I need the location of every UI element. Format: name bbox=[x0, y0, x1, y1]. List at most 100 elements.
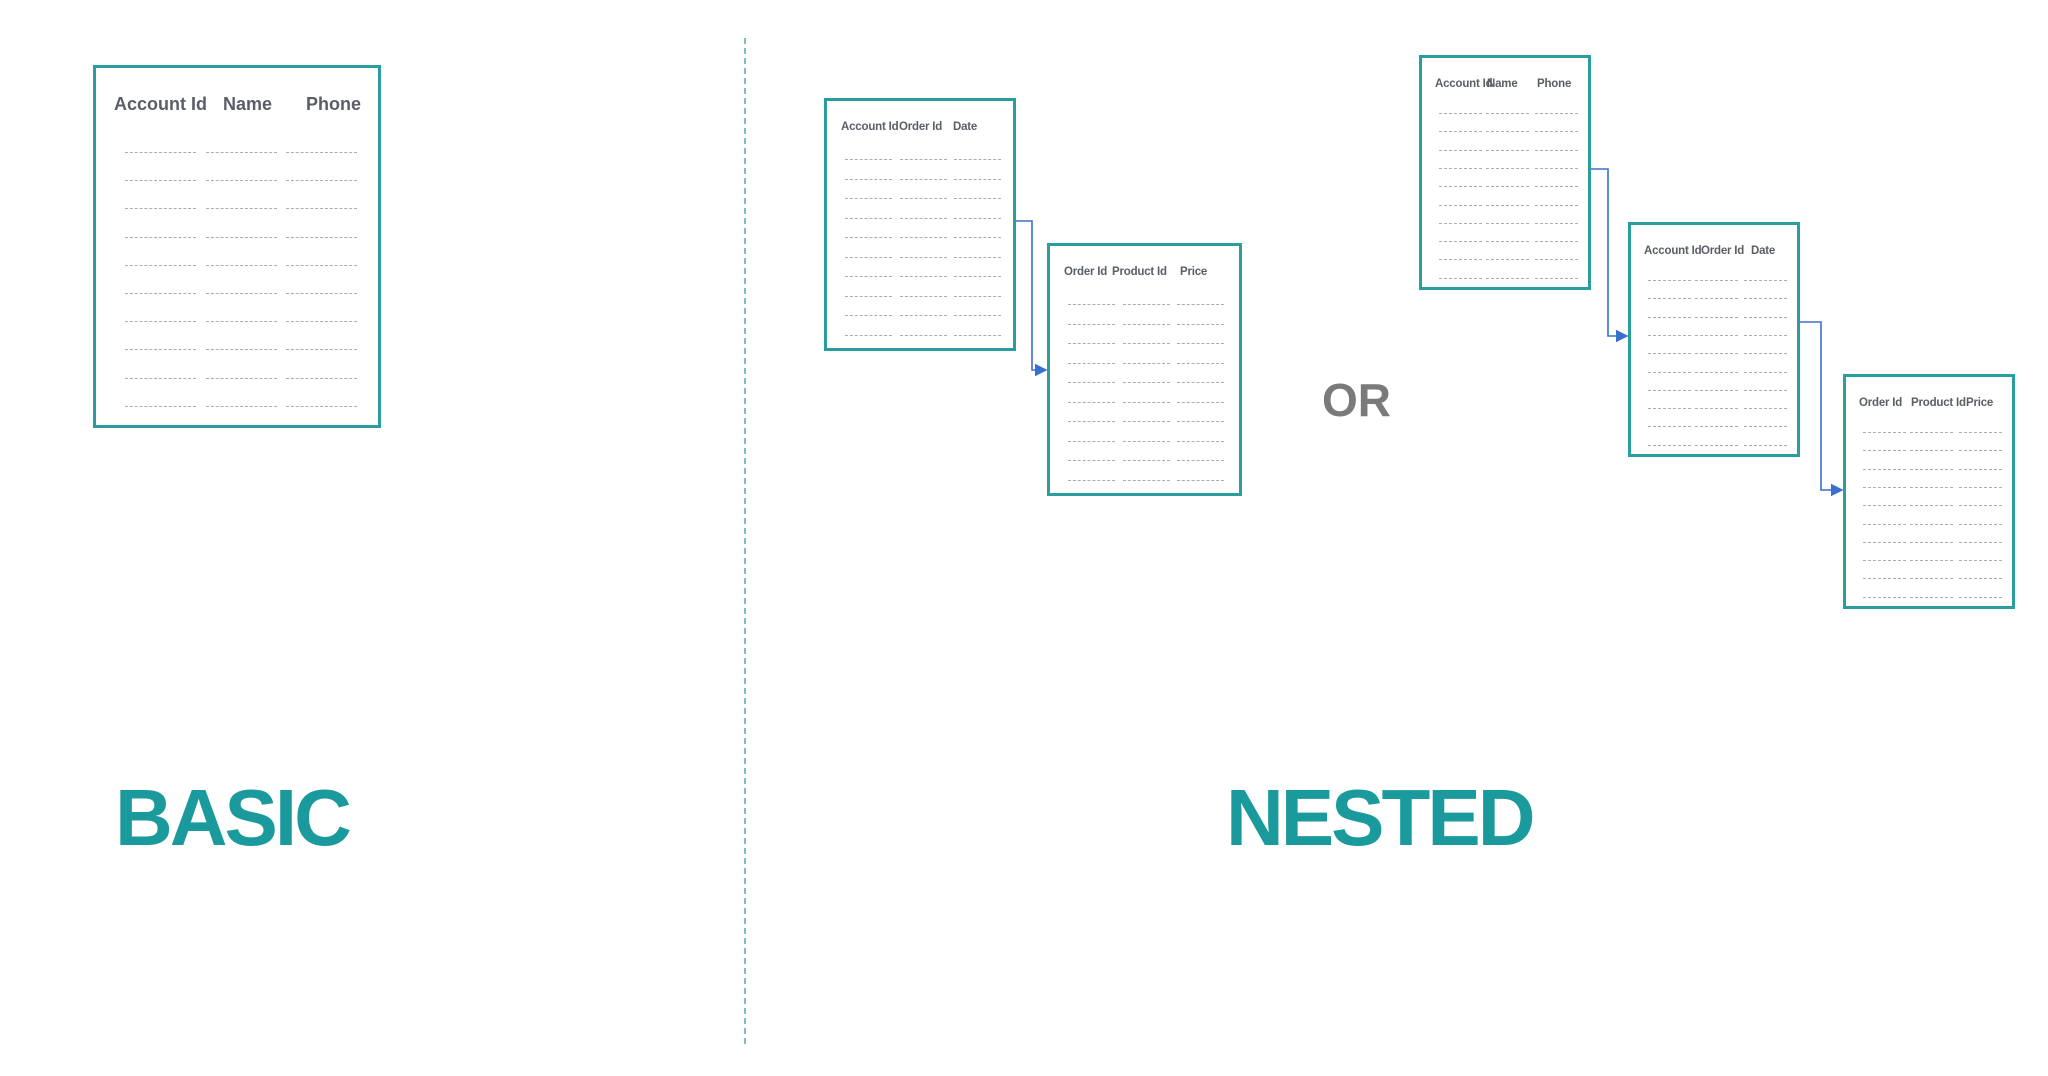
placeholder-cell bbox=[286, 293, 357, 294]
placeholder-cell bbox=[1648, 408, 1691, 410]
placeholder-cell bbox=[1863, 596, 1906, 598]
placeholder-cell bbox=[1123, 382, 1170, 383]
placeholder-cell bbox=[286, 377, 357, 379]
placeholder-cell bbox=[1695, 444, 1738, 446]
placeholder-cell bbox=[900, 295, 947, 297]
placeholder-cell bbox=[1535, 113, 1578, 114]
placeholder-cell bbox=[1535, 277, 1578, 279]
nested-option1-parent-table: Account Id Order Id Date bbox=[824, 98, 1016, 351]
placeholder-cell bbox=[1486, 222, 1529, 224]
placeholder-cell bbox=[1910, 450, 1953, 452]
placeholder-cell bbox=[1648, 371, 1691, 373]
placeholder-cell bbox=[1068, 460, 1115, 461]
placeholder-cell bbox=[1744, 280, 1787, 281]
placeholder-cell bbox=[1439, 241, 1482, 243]
placeholder-cell bbox=[1068, 421, 1115, 422]
placeholder-cell bbox=[1910, 432, 1953, 433]
placeholder-cell bbox=[206, 152, 277, 153]
column-header: Date bbox=[1751, 245, 1776, 257]
placeholder-cell bbox=[1959, 560, 2002, 562]
placeholder-cell bbox=[954, 178, 1001, 180]
placeholder-cell bbox=[1439, 167, 1482, 169]
placeholder-cell bbox=[1959, 432, 2002, 433]
placeholder-cell bbox=[1648, 298, 1691, 300]
placeholder-cell bbox=[286, 405, 357, 407]
placeholder-cell bbox=[1486, 167, 1529, 169]
placeholder-cell bbox=[1863, 560, 1906, 562]
column-header: Order Id bbox=[899, 121, 943, 133]
placeholder-cell bbox=[845, 237, 892, 238]
column-header: Account Id bbox=[841, 121, 899, 133]
placeholder-cell bbox=[206, 377, 277, 379]
placeholder-cell bbox=[1068, 323, 1115, 325]
placeholder-cell bbox=[1177, 323, 1224, 325]
placeholder-cell bbox=[1123, 479, 1170, 481]
placeholder-cell bbox=[1744, 353, 1787, 355]
nested-option2-level2-table: Account Id Order Id Date bbox=[1628, 222, 1800, 457]
or-label: OR bbox=[1322, 374, 1391, 426]
placeholder-cell bbox=[1959, 450, 2002, 452]
placeholder-cell bbox=[1744, 334, 1787, 336]
placeholder-cell bbox=[1959, 596, 2002, 598]
placeholder-cell bbox=[1535, 131, 1578, 133]
placeholder-cell bbox=[1863, 450, 1906, 452]
placeholder-cell bbox=[845, 334, 892, 336]
placeholder-cell bbox=[1648, 280, 1691, 281]
placeholder-cell bbox=[125, 293, 196, 294]
placeholder-cell bbox=[1486, 241, 1529, 243]
column-header: Price bbox=[1966, 397, 1994, 409]
nested-option2-level1-table: Account Id Name Phone bbox=[1419, 55, 1591, 290]
placeholder-cell bbox=[900, 178, 947, 180]
placeholder-cell bbox=[1068, 479, 1115, 481]
placeholder-cell bbox=[845, 198, 892, 199]
placeholder-cell bbox=[125, 264, 196, 266]
placeholder-cell bbox=[1959, 541, 2002, 543]
placeholder-cell bbox=[1744, 371, 1787, 373]
column-header: Account Id bbox=[1435, 78, 1493, 90]
placeholder-cell bbox=[1744, 408, 1787, 410]
placeholder-cell bbox=[1648, 389, 1691, 391]
placeholder-cell bbox=[900, 334, 947, 336]
placeholder-cell bbox=[1439, 186, 1482, 188]
placeholder-cell bbox=[954, 276, 1001, 277]
placeholder-cell bbox=[845, 217, 892, 219]
basic-table: Account Id Name Phone bbox=[93, 65, 381, 428]
placeholder-cell bbox=[1068, 382, 1115, 383]
placeholder-cell bbox=[845, 159, 892, 160]
placeholder-cell bbox=[1648, 334, 1691, 336]
placeholder-cell bbox=[1959, 486, 2002, 488]
placeholder-cell bbox=[845, 315, 892, 316]
column-header: Account Id bbox=[1644, 245, 1702, 257]
placeholder-cell bbox=[1863, 486, 1906, 488]
placeholder-cell bbox=[125, 405, 196, 407]
placeholder-cell bbox=[1486, 186, 1529, 188]
column-header: Order Id bbox=[1064, 266, 1108, 278]
placeholder-cell bbox=[1648, 316, 1691, 318]
placeholder-cell bbox=[1910, 486, 1953, 488]
placeholder-cell bbox=[1123, 460, 1170, 461]
placeholder-cell bbox=[1648, 426, 1691, 428]
placeholder-cell bbox=[1695, 334, 1738, 336]
column-header: Order Id bbox=[1859, 397, 1903, 409]
placeholder-cell bbox=[1439, 131, 1482, 133]
placeholder-cell bbox=[1177, 382, 1224, 383]
placeholder-cell bbox=[206, 236, 277, 238]
placeholder-cell bbox=[900, 159, 947, 160]
placeholder-cell bbox=[1863, 468, 1906, 470]
placeholder-cell bbox=[1535, 167, 1578, 169]
placeholder-cell bbox=[1648, 353, 1691, 355]
placeholder-cell bbox=[1123, 401, 1170, 403]
placeholder-cell bbox=[1695, 280, 1738, 281]
placeholder-cell bbox=[125, 349, 196, 351]
placeholder-cell bbox=[1648, 444, 1691, 446]
placeholder-cell bbox=[206, 349, 277, 351]
placeholder-cell bbox=[206, 264, 277, 266]
placeholder-cell bbox=[1744, 389, 1787, 391]
placeholder-cell bbox=[954, 334, 1001, 336]
placeholder-cell bbox=[1486, 149, 1529, 151]
placeholder-cell bbox=[1439, 259, 1482, 261]
placeholder-cell bbox=[900, 315, 947, 316]
placeholder-cell bbox=[1863, 505, 1906, 507]
placeholder-cell bbox=[900, 276, 947, 277]
placeholder-cell bbox=[1123, 362, 1170, 364]
